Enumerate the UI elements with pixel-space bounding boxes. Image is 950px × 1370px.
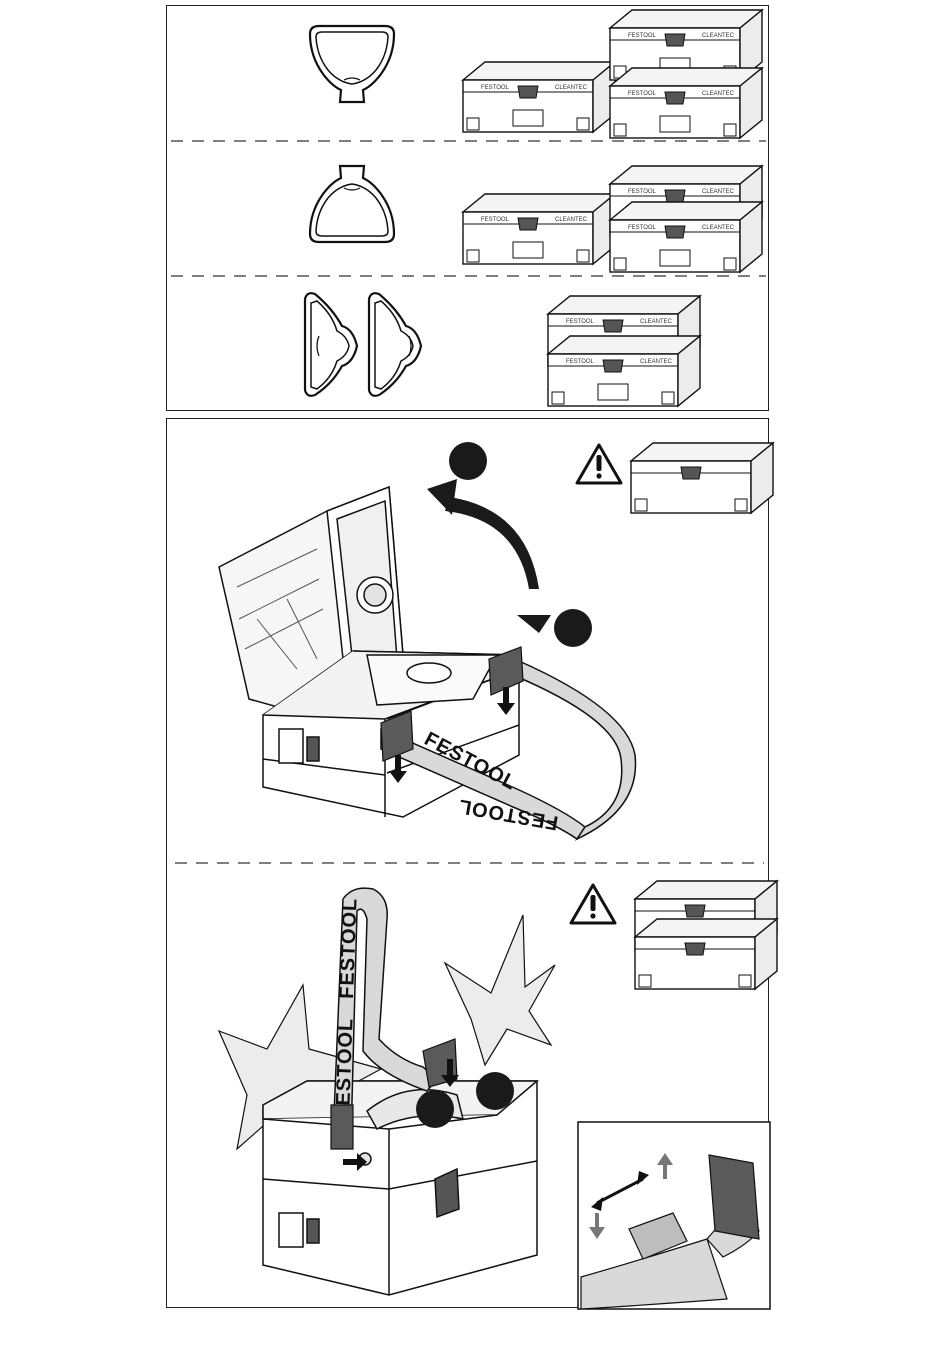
systainer-single xyxy=(463,62,615,132)
systainer-stacked-bottom xyxy=(610,202,762,272)
callout-dot-1 xyxy=(449,442,487,480)
top-panel-illustration: FESTOOL CLEANTEC xyxy=(167,6,770,412)
handle-pad-side-left xyxy=(305,293,357,396)
stacked-systainers-with-strap xyxy=(263,1081,537,1295)
strap-buckle xyxy=(331,1105,353,1149)
bottom-panel-illustration: FESTOOL FESTOOL xyxy=(167,419,770,1309)
warning-icon xyxy=(577,445,621,483)
top-panel: FESTOOL CLEANTEC xyxy=(166,5,769,411)
handle-pad-front xyxy=(310,26,394,102)
systainer-stacked-bottom xyxy=(548,336,700,406)
bottom-panel: FESTOOL FESTOOL xyxy=(166,418,769,1308)
rotate-arrow-icon xyxy=(427,479,551,633)
warning-icon xyxy=(571,885,615,923)
star-burst-icon xyxy=(445,915,555,1065)
callout-dot-5 xyxy=(476,1072,514,1110)
systainer-reference-stacked-bottom xyxy=(635,919,777,989)
handle-pad-rear xyxy=(310,166,394,242)
systainer-stacked-bottom xyxy=(610,68,762,138)
buckle-detail-inset xyxy=(578,1122,770,1309)
callout-dot-2 xyxy=(554,609,592,647)
strap-brand-label: FESTOOL xyxy=(336,897,362,999)
strap-brand-label: FESTOOL xyxy=(332,1017,358,1119)
systainer-single-open xyxy=(463,194,615,264)
systainer-reference xyxy=(631,443,773,513)
callout-dot-4 xyxy=(416,1090,454,1128)
